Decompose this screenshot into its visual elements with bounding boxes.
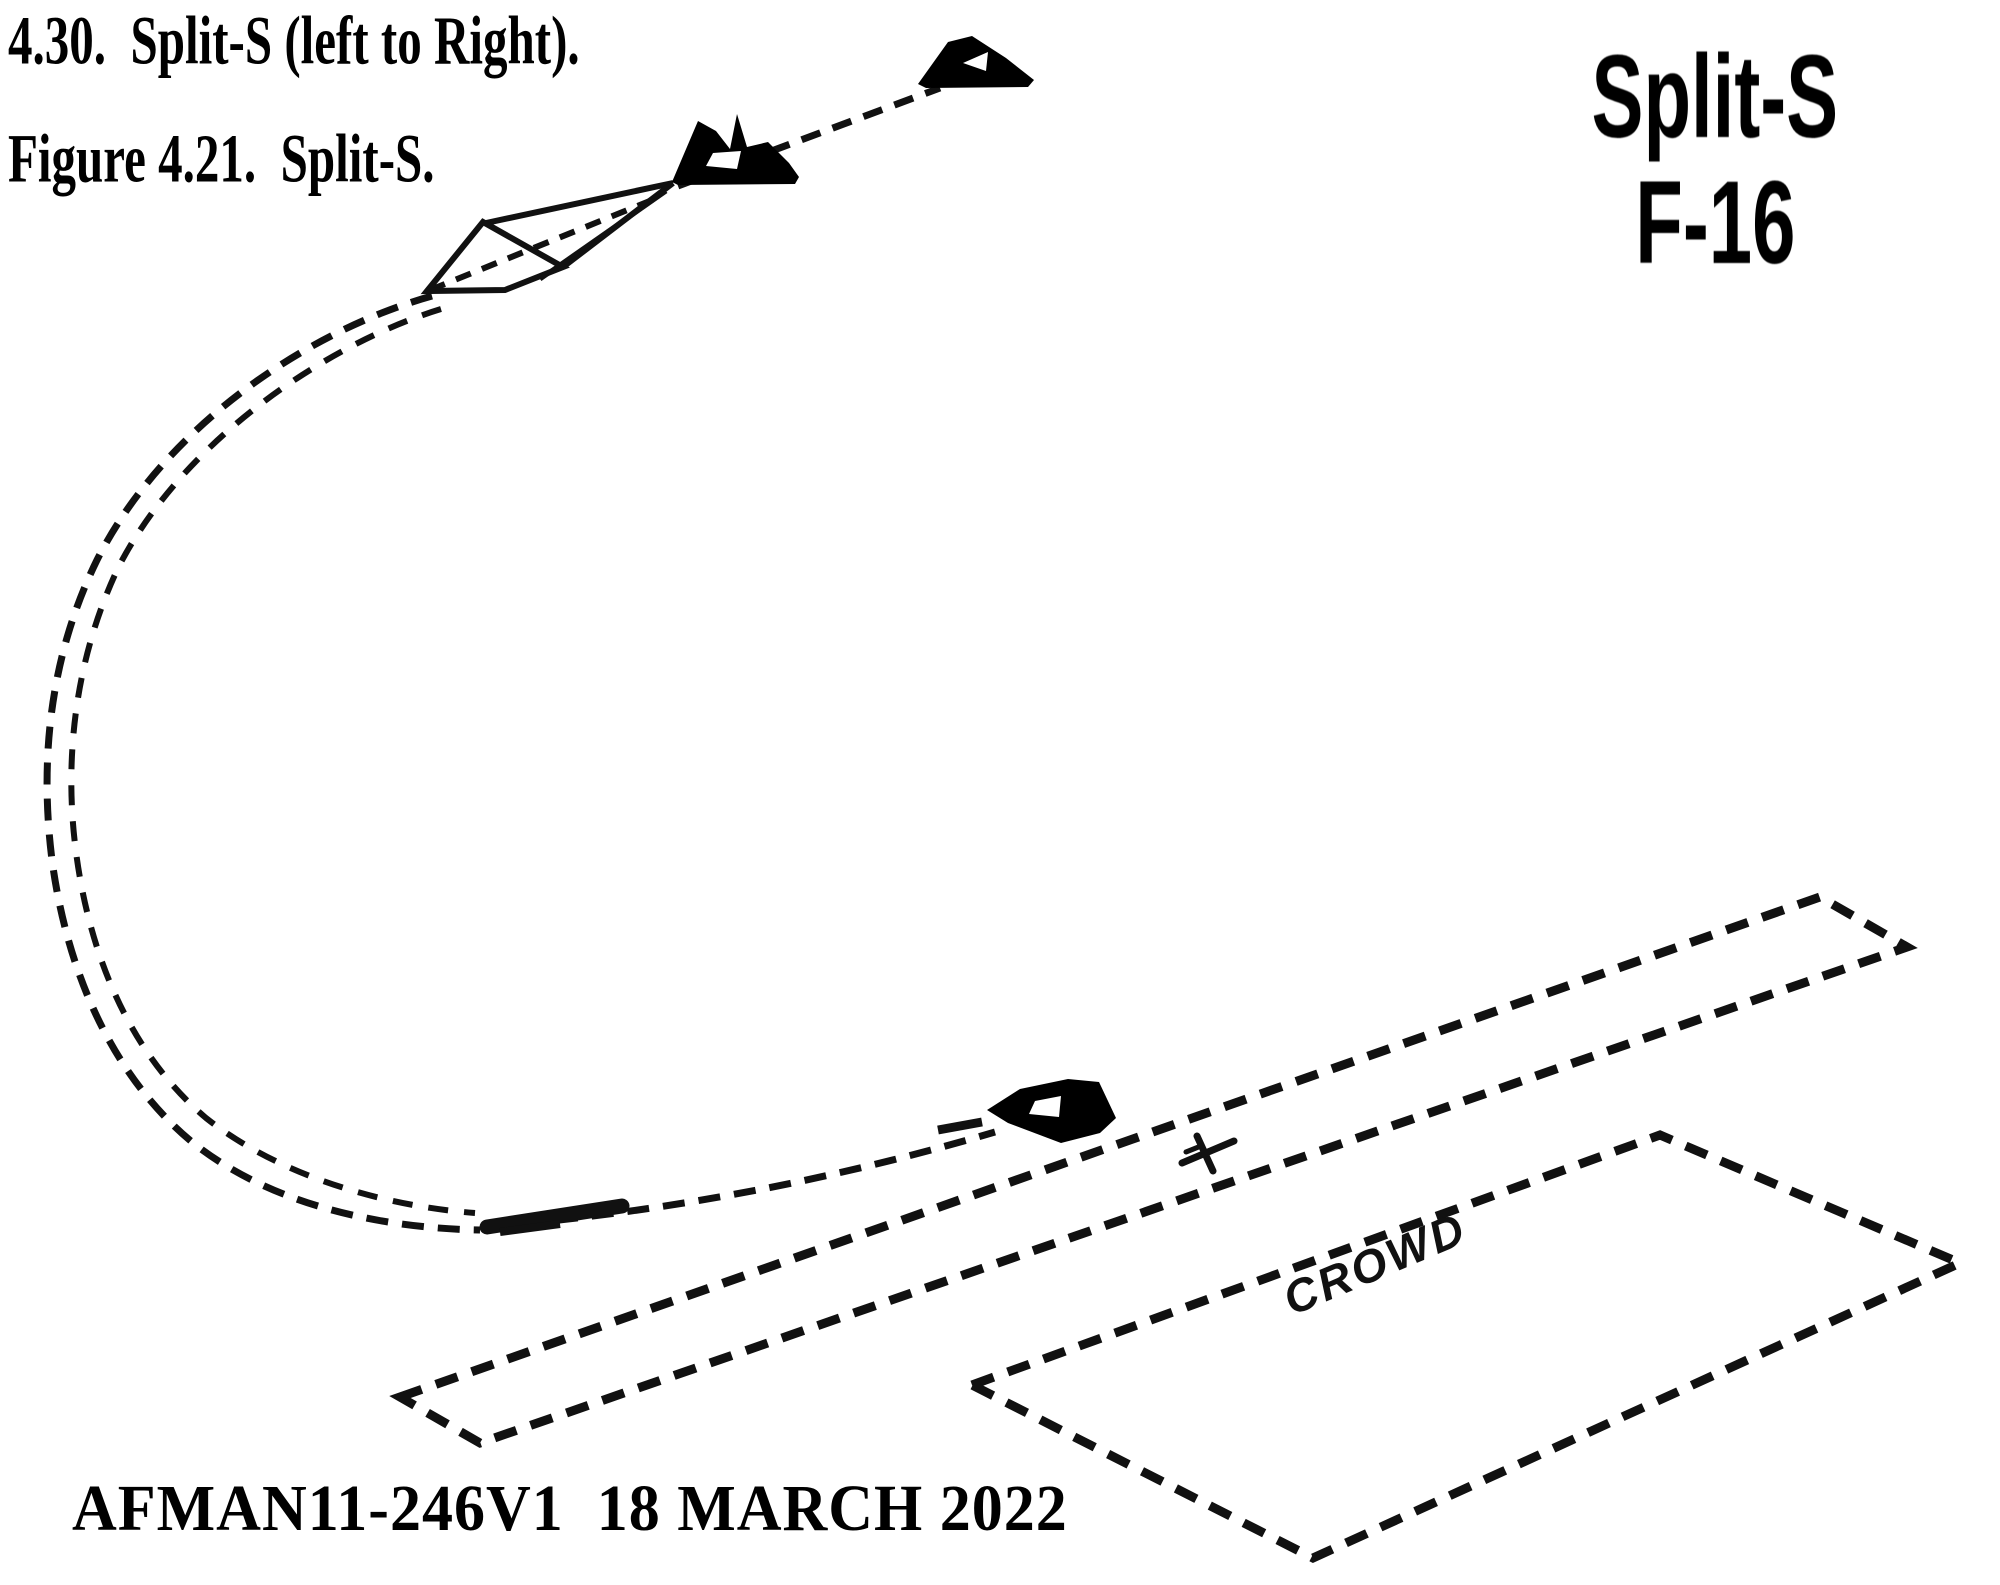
- crowd-area-outline: [960, 1130, 1972, 1563]
- maneuver-label-line2: F-16: [1634, 157, 1796, 289]
- loop-path: [43, 292, 481, 1234]
- loop-outer-track: [43, 292, 481, 1234]
- maneuver-label: Split-S F-16: [1500, 34, 1930, 286]
- half-roll-fan-lines: [428, 180, 675, 293]
- show-center-plane-icon: [1178, 1132, 1238, 1175]
- loop-inner-track: [68, 306, 476, 1216]
- runway-outline: [389, 892, 1918, 1448]
- exit-path-smudge: [937, 1117, 983, 1135]
- maneuver-label-line1: Split-S: [1591, 31, 1839, 163]
- entry-aircraft-icon: [918, 36, 1034, 88]
- half-roll-aircraft-icon: [672, 114, 799, 185]
- figure-caption: Figure 4.21. Split-S.: [8, 119, 435, 197]
- half-roll-diamond: [420, 218, 570, 295]
- section-heading: 4.30. Split-S (left to Right).: [8, 1, 580, 79]
- exit-aircraft-icon: [987, 1079, 1116, 1143]
- document-footer: AFMAN11-246V1 18 MARCH 2022: [72, 1472, 1068, 1545]
- pullout-aircraft-icon: [479, 1198, 630, 1236]
